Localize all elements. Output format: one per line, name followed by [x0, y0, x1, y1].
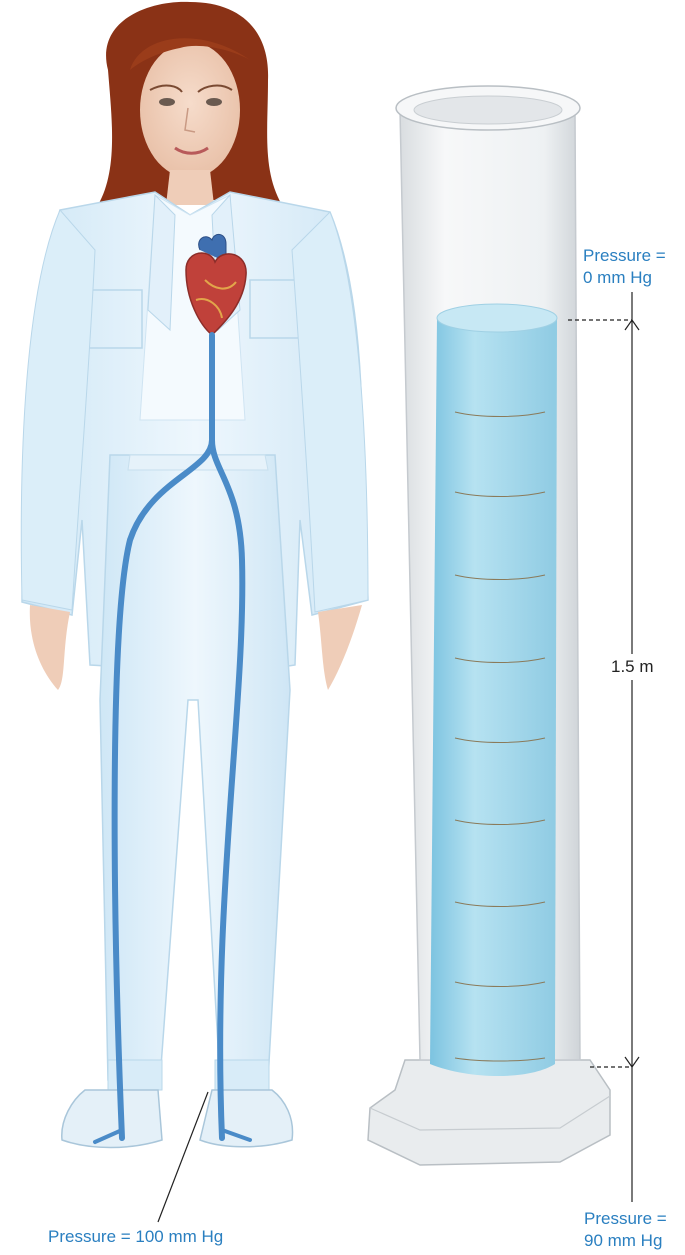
- face: [140, 42, 240, 178]
- bottom-pressure-label-line2: 90 mm Hg: [584, 1230, 662, 1252]
- bottom-pressure-label-line1: Pressure =: [584, 1208, 667, 1230]
- graduated-cylinder: [368, 86, 610, 1165]
- water-surface: [437, 304, 557, 332]
- left-shoe: [62, 1090, 162, 1148]
- foot-pressure-label: Pressure = 100 mm Hg: [48, 1226, 223, 1248]
- foot-pressure-leader: [158, 1092, 208, 1222]
- top-pressure-label-line1: Pressure =: [583, 245, 666, 267]
- water-column: [430, 318, 557, 1076]
- person-figure: [21, 2, 368, 1222]
- height-label: 1.5 m: [611, 654, 654, 680]
- top-pressure-label-line2: 0 mm Hg: [583, 267, 652, 289]
